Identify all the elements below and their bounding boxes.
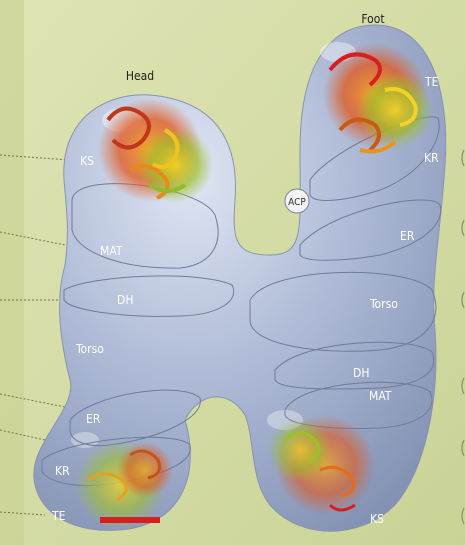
- label-torso-left: Torso: [75, 342, 104, 356]
- label-mat-top: MAT: [100, 244, 123, 258]
- label-er-left: ER: [86, 412, 101, 426]
- label-acp: ACP: [288, 197, 306, 208]
- label-torso-right: Torso: [369, 297, 398, 311]
- label-dh-right: DH: [353, 366, 369, 380]
- label-te-left: TE: [51, 509, 66, 523]
- label-ks-top: KS: [80, 154, 94, 168]
- label-mat-right: MAT: [369, 389, 392, 403]
- label-kr-left: KR: [55, 464, 70, 478]
- label-kr-right: KR: [424, 151, 439, 165]
- label-dh-top: DH: [117, 293, 133, 307]
- label-te-right: TE: [424, 75, 439, 89]
- left-strip: [0, 0, 24, 545]
- label-ks-bottom: KS: [370, 512, 384, 526]
- head-title: Head: [126, 69, 154, 83]
- foot-title: Foot: [361, 12, 384, 26]
- label-er-right: ER: [400, 229, 415, 243]
